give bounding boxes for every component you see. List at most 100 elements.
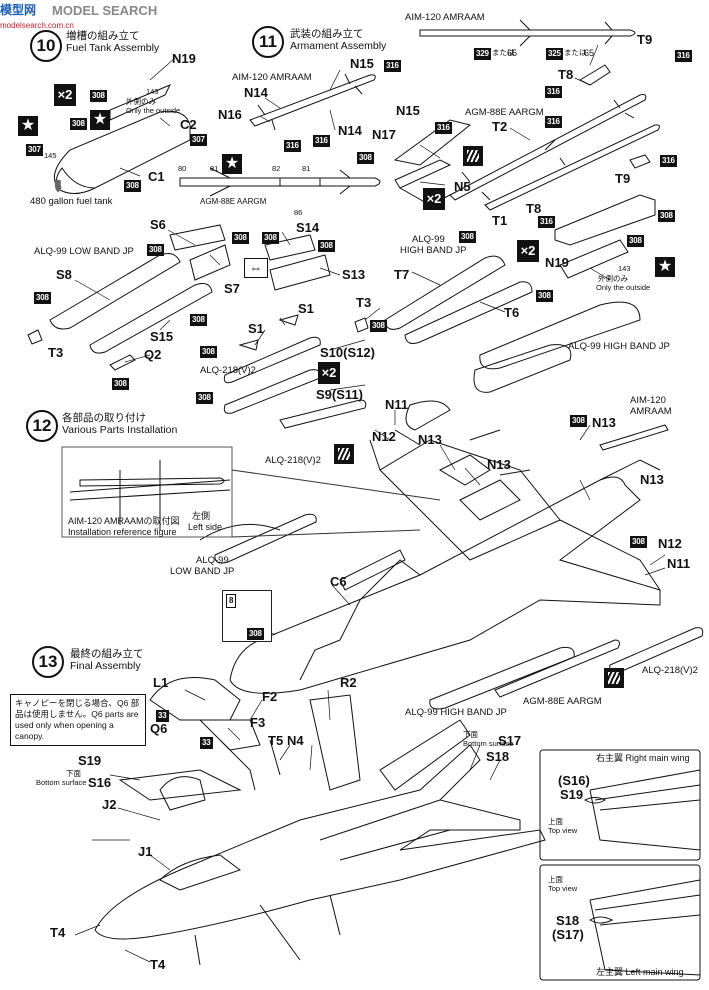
part-s13: S13 — [342, 267, 366, 282]
step-10-title-jp: 増槽の組み立て — [66, 30, 140, 42]
part-s15: S15 — [150, 329, 174, 344]
label-alq99-high-a1: ALQ-99 — [412, 234, 445, 245]
part-s18: S18 — [486, 749, 510, 764]
step-11-title-en: Armament Assembly — [290, 40, 387, 52]
part-s1a: S1 — [248, 321, 264, 336]
paint-308-16: 308 — [459, 231, 476, 243]
part-n15b: N15 — [396, 103, 420, 118]
part-r2: R2 — [340, 675, 357, 690]
paint-316-2: 316 — [313, 135, 330, 147]
small-parts — [27, 317, 369, 345]
paint-316-9: 316 — [538, 216, 555, 228]
paint-308-12: 308 — [190, 314, 207, 326]
top-view-en: Top view — [548, 826, 578, 835]
label-alq99-high-c: ALQ-99 HIGH BAND JP — [405, 707, 507, 718]
part-n13c: N13 — [592, 415, 616, 430]
label-fuel-tank: 480 gallon fuel tank — [30, 196, 113, 207]
left-wing-label: 左主翼 Left main wing — [596, 967, 684, 977]
label-alq218-c: ALQ-218(V)2 — [642, 665, 698, 676]
paint-316-3: 316 — [284, 140, 301, 152]
quantity-x2-3: ×2 — [517, 240, 539, 262]
paint-308-6: 308 — [627, 235, 644, 247]
paint-308-1: 308 — [90, 90, 107, 102]
decal-or-1: または — [492, 48, 515, 57]
paint-316-4: 316 — [435, 122, 452, 134]
part-s10: S10(S12) — [320, 345, 375, 360]
part-j1: J1 — [138, 844, 153, 859]
paint-308-14: 308 — [200, 346, 217, 358]
paint-33-2: 33 — [200, 737, 213, 749]
label-agm88e-a: AGM-88E AARGM — [200, 197, 267, 206]
left-wing-en: Left main wing — [625, 967, 684, 977]
label-alq218-a: ALQ-218(V)2 — [200, 365, 256, 376]
paint-33-1: 33 — [156, 710, 169, 722]
part-s7: S7 — [224, 281, 240, 296]
top-view-jp2: 上面 — [548, 875, 563, 884]
paint-308-10: 308 — [318, 240, 335, 252]
paint-316-5: 316 — [675, 50, 692, 62]
part-q2: Q2 — [144, 347, 162, 362]
part-n15a: N15 — [350, 56, 374, 71]
part-s19a: S19 — [78, 753, 102, 768]
top-view-jp: 上面 — [548, 817, 563, 826]
note-outside-jp2: 外側のみ — [598, 274, 628, 283]
decal-81b: 81 — [302, 164, 311, 173]
paint-scheme-icon — [463, 146, 483, 166]
part-s6: S6 — [150, 217, 166, 232]
bottom-jp2: 下面 — [463, 730, 478, 739]
step-10-title-en: Fuel Tank Assembly — [66, 42, 160, 54]
paint-307-1: 307 — [190, 134, 207, 146]
part-n4: N4 — [287, 733, 304, 748]
paint-308-17: 308 — [536, 290, 553, 302]
quantity-x2-2: ×2 — [423, 188, 445, 210]
part-s1b: S1 — [298, 301, 314, 316]
part-s17: S17 — [498, 733, 522, 748]
note-outside-en2: Only the outside — [596, 283, 651, 292]
part-c1: C1 — [148, 169, 165, 184]
paint-308-21: 308 — [247, 628, 264, 640]
aircraft-step12 — [229, 344, 661, 694]
agm88e-right-drawing — [449, 94, 647, 201]
part-n13a: N13 — [418, 432, 442, 447]
aim120-top-drawing — [419, 19, 636, 47]
part-n14a: N14 — [244, 85, 268, 100]
step-10-title: 増槽の組み立て Fuel Tank Assembly — [66, 30, 159, 54]
part-f3: F3 — [250, 715, 266, 730]
part-s17b: (S17) — [552, 927, 584, 942]
part-n19b: N19 — [545, 255, 569, 270]
aim120-mid-drawing — [249, 73, 376, 131]
paint-308-5: 308 — [658, 210, 675, 222]
part-c6a: C6 — [330, 574, 347, 589]
canopy-note: キャノピーを閉じる場合、Q6 部品は使用しません。Q6 parts are us… — [10, 694, 146, 746]
paint-308-7: 308 — [232, 232, 249, 244]
step-13-title: 最終の組み立て Final Assembly — [70, 648, 144, 672]
paint-307-2: 307 — [26, 144, 43, 156]
part-n16: N16 — [218, 107, 242, 122]
part-t2: T2 — [492, 119, 508, 134]
paint-scheme-icon — [334, 444, 354, 464]
part-n11b: N11 — [667, 556, 691, 571]
decal-143b: 143 — [618, 264, 631, 273]
step-13-title-en: Final Assembly — [70, 660, 141, 672]
leader-lines — [74, 44, 666, 963]
quantity-x2-1: ×2 — [54, 84, 76, 106]
part-l1: L1 — [153, 675, 169, 690]
part-n11a: N11 — [385, 397, 409, 412]
paint-316-6: 316 — [545, 86, 562, 98]
part-n13d: N13 — [640, 472, 664, 487]
decal-81: 81 — [210, 164, 219, 173]
label-agm88e-d: AGM-88E AARGM — [523, 696, 602, 707]
star-icon: ★ — [90, 110, 110, 130]
label-aim120-right1: AIM-120 — [630, 395, 666, 406]
paint-308-19: 308 — [570, 415, 587, 427]
bottom-en: Bottom surface — [36, 778, 87, 787]
paint-308-8: 308 — [147, 244, 164, 256]
step-12-title: 各部品の取り付け Various Parts Installation — [62, 412, 177, 436]
part-f2: F2 — [262, 689, 278, 704]
fuel-tank-drawing — [53, 84, 191, 194]
part-n5: N5 — [454, 179, 471, 194]
watermark-site: MODEL SEARCH — [52, 3, 158, 18]
left-side-jp: 左側 — [192, 511, 211, 521]
